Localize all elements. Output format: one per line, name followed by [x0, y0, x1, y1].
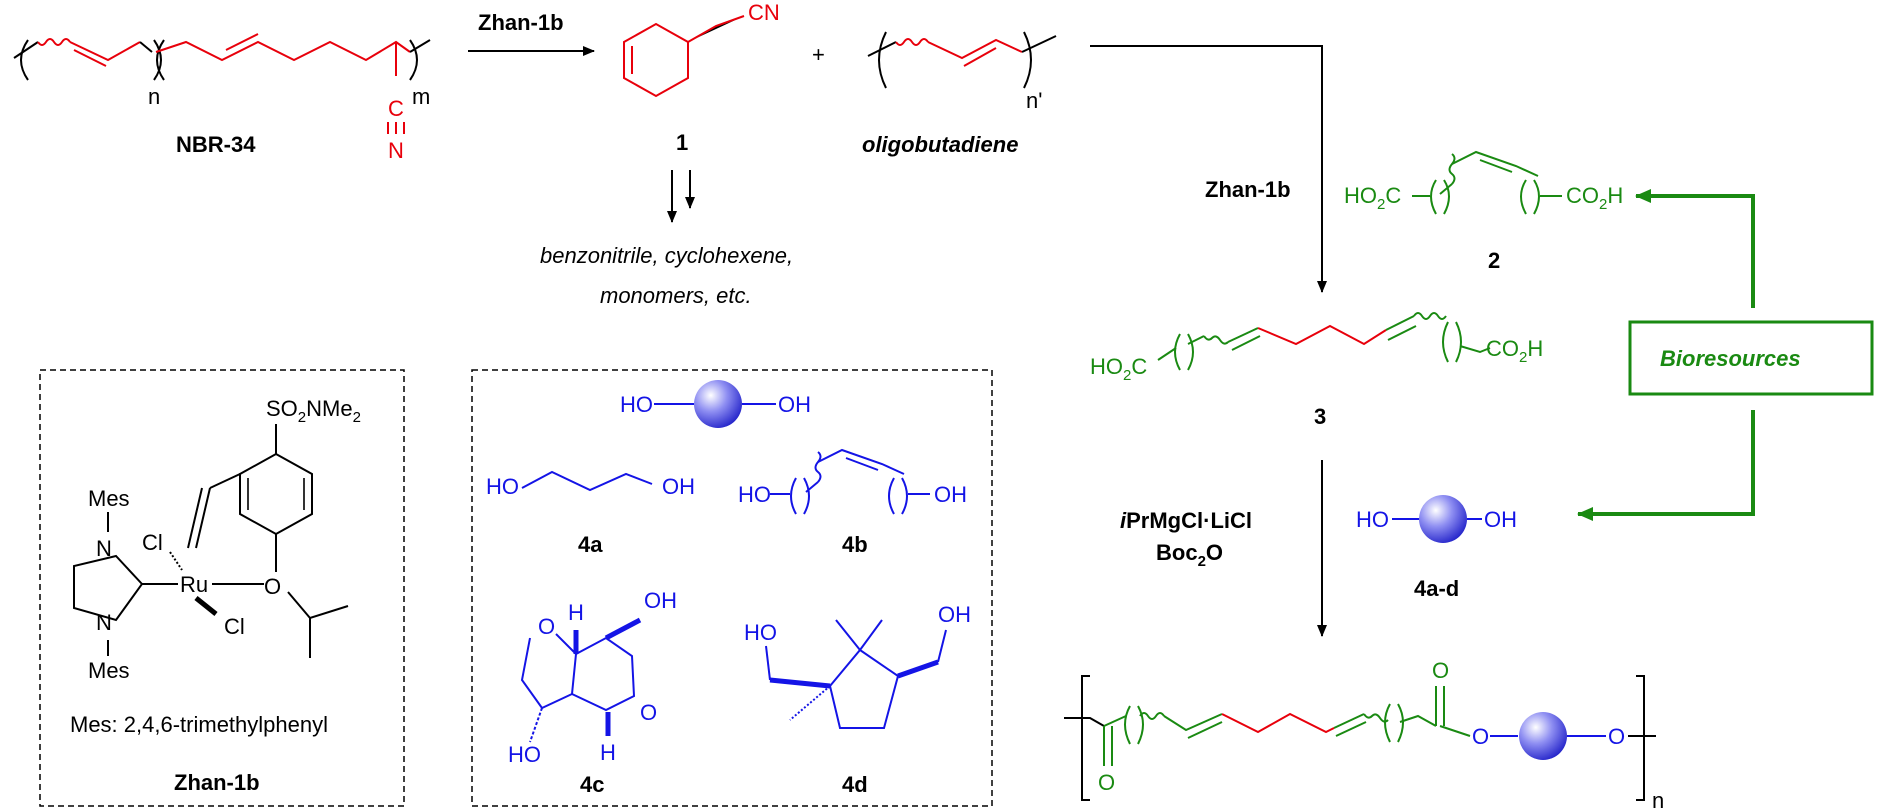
compound-2-label: 2 [1488, 248, 1500, 273]
green-arrow-to-2 [1635, 189, 1755, 308]
diol-4d-oh: OH [938, 602, 971, 627]
diol-4c-oh: OH [644, 588, 677, 613]
diol-4c-structure: O O OH H H HO 4c [508, 588, 677, 797]
bioresources-label: Bioresources [1660, 346, 1801, 371]
oligobutadiene-label: oligobutadiene [862, 132, 1018, 157]
byproducts-line-1: benzonitrile, cyclohexene, [540, 243, 793, 268]
diacid3-co2h: CO2H [1486, 336, 1543, 366]
oligo-n-prime: n' [1026, 88, 1042, 113]
polymer-o-right: O [1608, 724, 1625, 749]
nitrogen-bottom: N [96, 610, 112, 635]
diol-4a-oh: OH [662, 474, 695, 499]
chloride-bottom: Cl [224, 614, 245, 639]
chloride-top: Cl [142, 530, 163, 555]
elbow-arrow-to-3 [1090, 45, 1327, 293]
label-4a: 4a [578, 532, 603, 557]
bioresources-group: Bioresources [1577, 189, 1874, 521]
diol-4d-structure: HO OH 4d [744, 602, 971, 797]
diol-4d-ho: HO [744, 620, 777, 645]
polymer-n-subscript: n [1652, 788, 1664, 810]
byproducts-line-2: monomers, etc. [600, 283, 752, 308]
mes-top: Mes [88, 486, 130, 511]
nbr-34-structure: n m C N NBR-34 [13, 33, 431, 163]
nbr-34-label: NBR-34 [176, 132, 256, 157]
compound-4a-d-label: 4a-d [1414, 576, 1459, 601]
diol-right-ho: HO [1356, 507, 1389, 532]
label-4b: 4b [842, 532, 868, 557]
isosorbide-o-right: O [640, 700, 657, 725]
diol-4b-oh: OH [934, 482, 967, 507]
blue-sphere-icon [1519, 712, 1567, 760]
catalyst-label-top: Zhan-1b [478, 10, 564, 35]
green-arrow-to-4 [1577, 410, 1755, 521]
bioresources-box [1628, 320, 1874, 396]
diol-generic-ho: HO [620, 392, 653, 417]
sulfonamide-label: SO2NMe2 [266, 396, 361, 426]
blue-sphere-icon [1419, 495, 1467, 543]
reagent-2: Boc2O [1156, 540, 1223, 570]
isosorbide-h-top: H [568, 600, 584, 625]
compound-3-label: 3 [1314, 404, 1326, 429]
plus-sign: + [812, 42, 825, 67]
nitrile-carbon: C [388, 96, 404, 121]
compound-3-structure: HO2C CO2H 3 [1090, 312, 1543, 429]
diol-4b-ho: HO [738, 482, 771, 507]
diol-4a-ho: HO [486, 474, 519, 499]
diacid2-co2h: CO2H [1566, 183, 1623, 213]
diol-4c-ho: HO [508, 742, 541, 767]
reagent-1: iPrMgCl·LiCl [1120, 508, 1252, 533]
diols-box: HO OH HO OH 4a HO OH 4b O O OH [471, 369, 993, 807]
catalyst-box: SO2NMe2 O Ru Cl Cl N N Mes Mes Mes: 2,4,… [39, 369, 405, 807]
catalyst-name: Zhan-1b [174, 770, 260, 795]
oligobutadiene-structure: n' oligobutadiene [862, 31, 1057, 157]
polymer-o-mid: O [1472, 724, 1489, 749]
diol-right-oh: OH [1484, 507, 1517, 532]
diacid2-ho: HO2C [1344, 183, 1401, 213]
isosorbide-o-left: O [538, 614, 555, 639]
blue-sphere-icon [694, 380, 742, 428]
ether-oxygen: O [264, 574, 281, 599]
diacid3-ho: HO2C [1090, 354, 1147, 384]
polyester-structure: O O O O n [1064, 658, 1664, 810]
compound-1-label: 1 [676, 130, 688, 155]
compound-2-structure: HO2C CO2H 2 [1344, 150, 1623, 273]
nbr-n-subscript: n [148, 84, 160, 109]
metathesis-arrow: Zhan-1b [468, 10, 595, 56]
label-4d: 4d [842, 772, 868, 797]
isosorbide-h-bottom: H [600, 740, 616, 765]
diol-generic-oh: OH [778, 392, 811, 417]
nbr-m-subscript: m [412, 84, 430, 109]
cn-label: CN [748, 0, 780, 25]
compound-1-structure: CN 1 [623, 0, 780, 155]
ruthenium-label: Ru [180, 572, 208, 597]
mes-definition: Mes: 2,4,6-trimethylphenyl [70, 712, 328, 737]
diol-4a-d-right: HO OH 4a-d [1356, 495, 1517, 601]
catalyst-label-right: Zhan-1b [1205, 177, 1291, 202]
mes-bottom: Mes [88, 658, 130, 683]
nitrogen-top: N [96, 536, 112, 561]
polymer-o-top: O [1432, 658, 1449, 683]
nitrile-nitrogen: N [388, 138, 404, 163]
label-4c: 4c [580, 772, 604, 797]
polymer-o-left: O [1098, 770, 1115, 795]
